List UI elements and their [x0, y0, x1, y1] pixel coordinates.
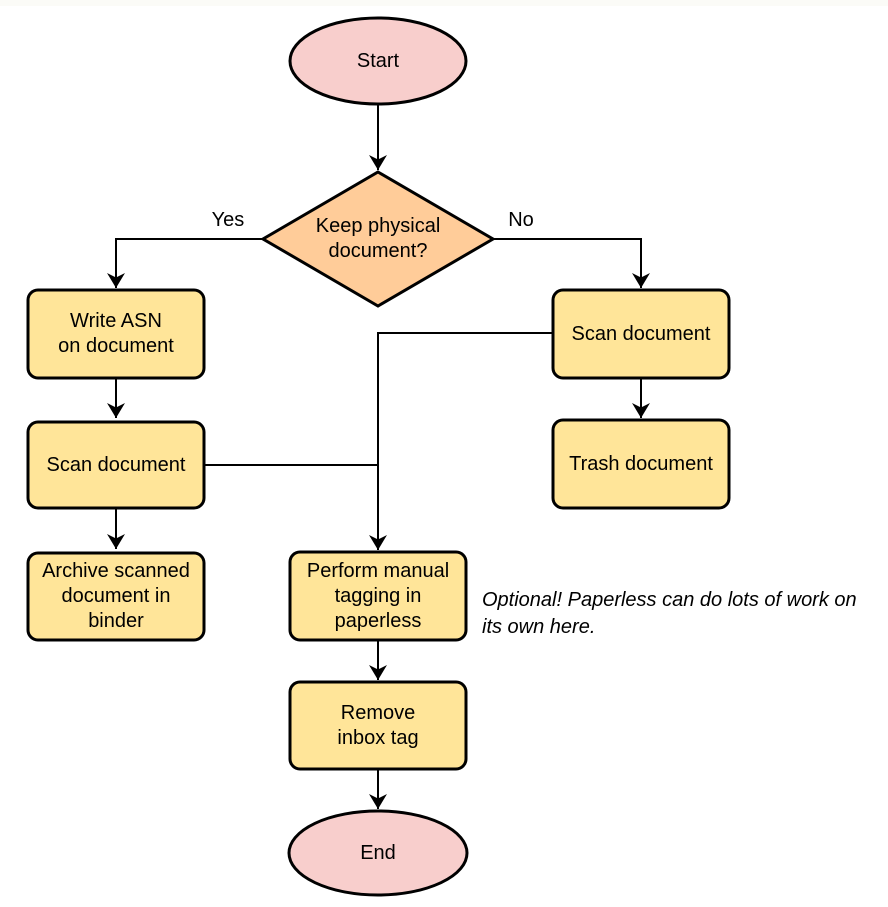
- trash-node: [551, 418, 731, 510]
- yes-edge-label: Yes: [211, 208, 245, 231]
- remove-inbox-label: Remove inbox tag: [337, 701, 419, 749]
- scan-right-label: Scan document: [571, 322, 711, 345]
- optional-note: Optional! Paperless can do lots of work …: [482, 589, 857, 638]
- tagging-label: Perform manual tagging in paperless: [306, 559, 450, 632]
- write-asn-node: [26, 288, 206, 380]
- no-edge-label: No: [508, 208, 534, 231]
- write-asn-label: Write ASN on document: [58, 310, 174, 357]
- end-label: End: [360, 842, 396, 864]
- archive-node: [26, 551, 206, 642]
- end-node: [287, 809, 469, 897]
- decision-node: [260, 170, 496, 308]
- scan-left-label: Scan document: [46, 453, 186, 476]
- edge-decision-yes-to-write-asn: [107, 238, 263, 288]
- trash-label: Trash document: [569, 452, 713, 475]
- start-node: [288, 16, 468, 106]
- start-label: Start: [356, 49, 400, 72]
- archive-label: Archive scanned document in binder: [42, 560, 190, 632]
- page-bottom-strip: [0, 0, 888, 6]
- scan-right-node: [551, 288, 731, 380]
- remove-inbox-node: [288, 680, 468, 771]
- edge-scan-right-to-tagging: [369, 332, 553, 550]
- edge-decision-no-to-scan-right: [493, 238, 650, 288]
- scan-left-node: [26, 420, 206, 510]
- decision-label: Keep physical document?: [315, 215, 441, 262]
- tagging-node: [288, 550, 468, 642]
